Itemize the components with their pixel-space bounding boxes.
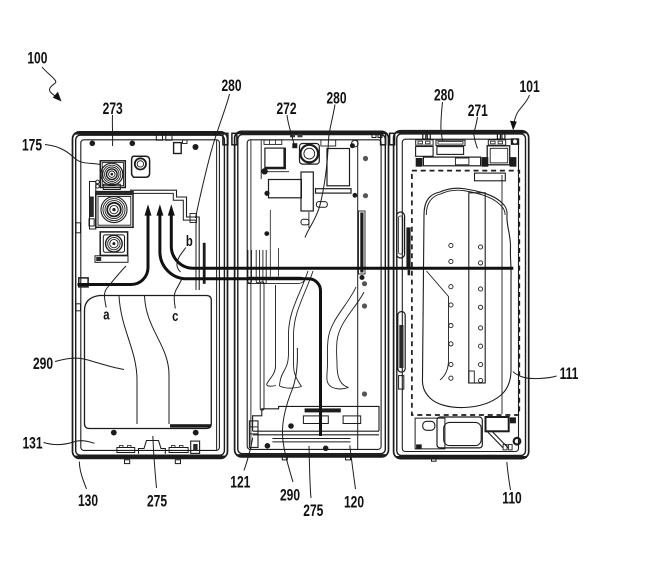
svg-text:290: 290 [33,355,53,373]
svg-text:280: 280 [434,87,454,105]
svg-text:273: 273 [103,100,123,118]
svg-text:130: 130 [78,492,98,510]
svg-text:a: a [103,306,110,323]
svg-text:101: 101 [520,78,540,96]
svg-text:111: 111 [560,365,579,383]
svg-text:290: 290 [280,487,300,505]
svg-text:120: 120 [344,494,364,512]
svg-text:175: 175 [22,137,42,155]
svg-text:110: 110 [502,490,521,508]
svg-text:275: 275 [303,502,323,520]
svg-text:c: c [172,307,178,324]
svg-text:280: 280 [221,77,241,95]
svg-text:131: 131 [22,435,42,453]
svg-text:b: b [186,232,193,249]
svg-text:100: 100 [27,50,47,68]
svg-text:280: 280 [326,90,346,108]
svg-text:275: 275 [147,493,167,511]
svg-text:271: 271 [468,102,488,120]
svg-text:121: 121 [230,474,250,492]
svg-text:272: 272 [276,100,296,118]
